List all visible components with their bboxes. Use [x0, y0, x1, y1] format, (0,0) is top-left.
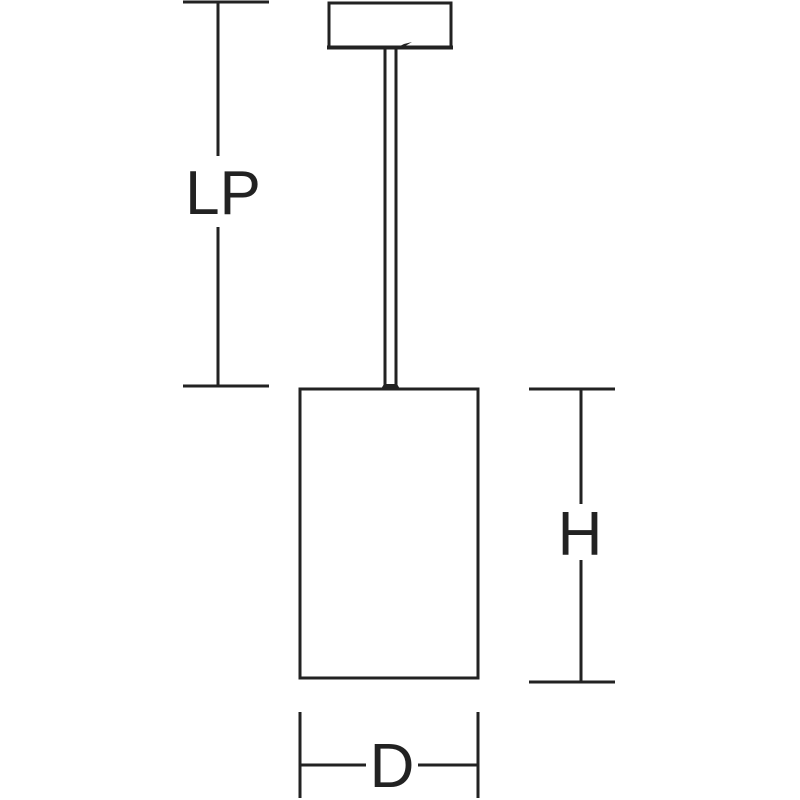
lp-dimension: LP	[183, 0, 269, 388]
h-label: H	[558, 500, 603, 569]
lp-label: LP	[185, 159, 261, 228]
d-dimension: D	[298, 712, 480, 800]
suspension-rod	[381, 48, 400, 389]
h-dimension: H	[529, 387, 615, 684]
ceiling-canopy	[327, 1, 453, 50]
d-label: D	[370, 732, 415, 800]
luminaire-body	[298, 387, 480, 680]
